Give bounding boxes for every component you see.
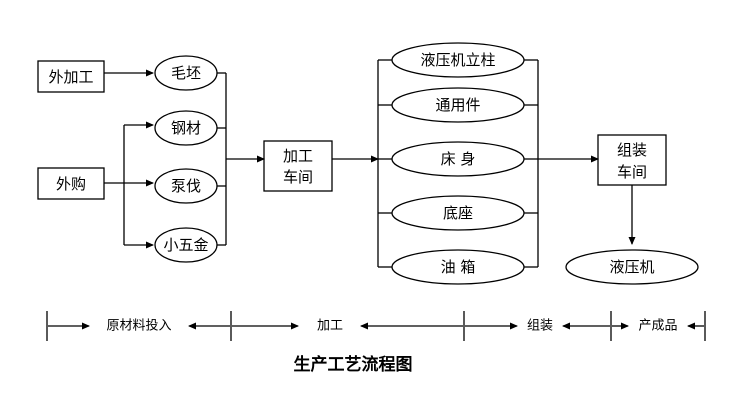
oil-tank-label: 油 箱: [441, 258, 476, 276]
stage-finished-label: 产成品: [638, 319, 677, 334]
processing-workshop-label-2: 车间: [283, 168, 313, 186]
stage-raw-material-label: 原材料投入: [106, 318, 171, 334]
assembly-workshop-label-1: 组装: [617, 141, 647, 159]
steel-label: 钢材: [171, 119, 201, 137]
diagram-title: 生产工艺流程图: [294, 354, 413, 375]
stage-processing-label: 加工: [317, 319, 343, 334]
assembly-workshop-label-2: 车间: [617, 163, 647, 181]
hydraulic-press-oval: [565, 249, 699, 285]
blank-label: 毛坯: [171, 64, 201, 82]
purchased-label: 外购: [56, 175, 86, 193]
outsourced-processing-label: 外加工: [48, 68, 93, 86]
processing-workshop-box: [263, 140, 333, 192]
stage-assembly-label: 组装: [527, 319, 553, 334]
processing-workshop-label-1: 加工: [283, 147, 313, 165]
base-label: 底座: [443, 204, 473, 222]
common-parts-label: 通用件: [435, 96, 480, 114]
bed-label: 床 身: [441, 150, 476, 168]
outsourced-processing-box: [37, 60, 105, 93]
pump-valve-label: 泵伐: [171, 177, 201, 195]
hydraulic-column-label: 液压机立柱: [420, 51, 495, 69]
small-hardware-label: 小五金: [163, 236, 208, 254]
hydraulic-press-label: 液压机: [609, 258, 654, 276]
